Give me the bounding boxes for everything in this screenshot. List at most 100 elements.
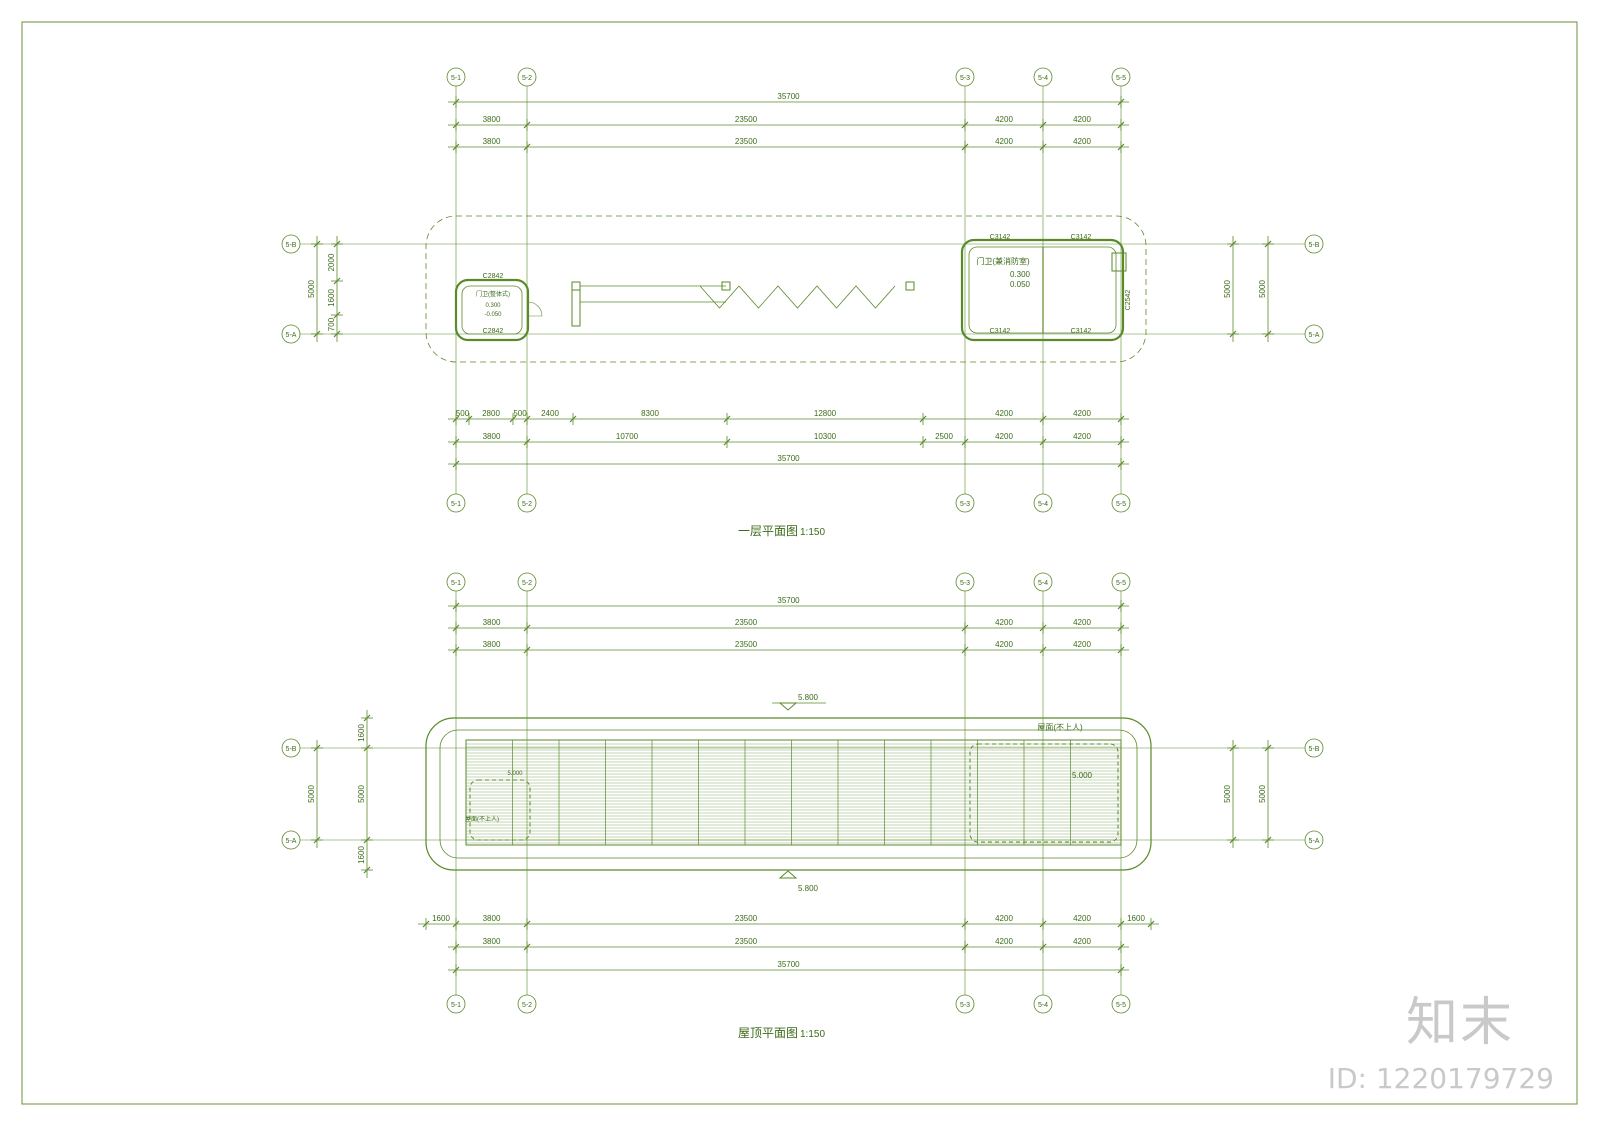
dim-right-inner-slash: [1229, 744, 1237, 752]
dim-top-row1-slash: [452, 624, 460, 632]
level-left-roof: 5.000: [507, 771, 523, 777]
left-room-name: 门卫(整体式): [476, 290, 510, 298]
left-guardroom-inner: [461, 285, 523, 335]
dim-bottom-row2-slash: [1039, 438, 1047, 446]
axis-bubble-bottom-5-4: [1033, 994, 1053, 1014]
axis-bubble-left-5-A-label: 5-A: [286, 332, 297, 339]
axis-bubble-top-5-3-label: 5-3: [960, 75, 970, 82]
dim-top-row1-slash: [523, 624, 531, 632]
axis-bubble-top-5-2-label: 5-2: [522, 75, 532, 82]
dim-left-inner-slash: [333, 311, 341, 319]
dim-bottom-row1-label: 2800: [482, 409, 500, 418]
dim-top-row1-slash: [1117, 624, 1125, 632]
dim-right-inner-slash: [1229, 836, 1237, 844]
left-guardroom-wall: [454, 278, 530, 342]
dim-bottom-row1-label: 4200: [1073, 914, 1091, 923]
left-room-roof: [469, 779, 531, 841]
watermark-logo: 知末: [1405, 993, 1514, 1053]
dim-left-inner-slash: [333, 240, 341, 248]
right-window-bottom-2: C3142: [1071, 328, 1092, 335]
left-level-2: -0.050: [484, 312, 502, 318]
axis-bubble-top-5-1-label: 5-1: [451, 75, 461, 82]
dim-bottom-row2-slash: [961, 438, 969, 446]
dim-left-inner-slash: [363, 714, 371, 722]
dim-top-row2-slash: [523, 143, 531, 151]
dim-bottom-row1-slash: [452, 415, 460, 423]
dim-bottom-row1-label: 8300: [641, 409, 659, 418]
right-room-roof: [969, 743, 1119, 843]
axis-bubble-top-5-4: [1033, 572, 1053, 592]
dim-top-row1-label: 23500: [735, 115, 758, 124]
dim-top-overall-label: 35700: [777, 92, 800, 101]
dim-bottom-overall-slash: [452, 966, 460, 974]
level-top: 5.800: [798, 693, 819, 702]
dim-bottom-row1-slash: [1039, 920, 1047, 928]
axis-bubble-bottom-5-5: [1111, 994, 1131, 1014]
dim-bottom-row1-slash: [422, 920, 430, 928]
dim-left-inner-label: 1600: [357, 724, 366, 742]
axis-bubble-right-5-A: [1304, 324, 1324, 344]
dim-right-outer-slash: [1264, 836, 1272, 844]
left-door-swing: [527, 301, 543, 317]
dim-top-row2-label: 3800: [483, 137, 501, 146]
dim-top-row2-slash: [452, 143, 460, 151]
dim-top-row1-label: 4200: [995, 115, 1013, 124]
dim-right-inner-slash: [1229, 240, 1237, 248]
dim-left-outer-slash: [313, 330, 321, 338]
dim-top-row2-slash: [452, 646, 460, 654]
dim-bottom-row1-label: 23500: [735, 914, 758, 923]
dim-bottom-row1-label: 1600: [1127, 914, 1145, 923]
axis-bubble-right-5-B-label: 5-B: [1309, 242, 1320, 249]
dim-top-overall-slash: [452, 602, 460, 610]
plan-title-ground: 一层平面图: [738, 524, 798, 538]
dim-top-row2-slash: [1039, 646, 1047, 654]
column-left: [571, 281, 581, 291]
axis-bubble-bottom-5-4-label: 5-4: [1038, 1002, 1048, 1009]
dim-bottom-row1-label: 1600: [432, 914, 450, 923]
axis-bubble-top-5-2: [517, 67, 537, 87]
dim-bottom-row2-slash: [919, 438, 927, 446]
dim-bottom-row1-slash: [1117, 920, 1125, 928]
axis-bubble-bottom-5-3-label: 5-3: [960, 1002, 970, 1009]
dim-right-outer-slash: [1264, 744, 1272, 752]
right-window-side: C2542: [1125, 290, 1132, 311]
axis-bubble-right-5-B-label: 5-B: [1309, 746, 1320, 753]
right-window-top-1: C3142: [990, 234, 1011, 241]
dim-left-inner-slash: [333, 277, 341, 285]
axis-bubble-bottom-5-3: [955, 994, 975, 1014]
roof-parapet: [439, 729, 1138, 859]
right-level-1: 0.300: [1010, 270, 1031, 279]
dim-bottom-row1-label: 12800: [814, 409, 837, 418]
axis-bubble-bottom-5-4: [1033, 493, 1053, 513]
dim-top-row1-slash: [961, 624, 969, 632]
dim-right-inner-slash: [1229, 330, 1237, 338]
dim-top-overall-slash: [452, 98, 460, 106]
dim-right-outer-slash: [1264, 330, 1272, 338]
axis-bubble-top-5-5-label: 5-5: [1116, 75, 1126, 82]
dim-top-row1-slash: [1039, 121, 1047, 129]
axis-bubble-top-5-4-label: 5-4: [1038, 75, 1048, 82]
dim-top-row2-slash: [1039, 143, 1047, 151]
left-window-bottom: C2842: [483, 328, 504, 335]
dim-top-row1-label: 4200: [1073, 618, 1091, 627]
plan-scale-ground: 1:150: [800, 527, 825, 538]
dim-top-row1-slash: [1039, 624, 1047, 632]
dim-bottom-row2-slash: [961, 943, 969, 951]
left-window-top: C2842: [483, 273, 504, 280]
dim-bottom-row1-label: 4200: [995, 409, 1013, 418]
axis-bubble-bottom-5-1-label: 5-1: [451, 1002, 461, 1009]
dim-left-inner-label: 700: [327, 317, 336, 331]
axis-bubble-top-5-2: [517, 572, 537, 592]
plan-title-roof: 屋顶平面图: [738, 1026, 798, 1040]
dim-left-inner-label: 1600: [357, 846, 366, 864]
dim-left-outer-slash: [313, 744, 321, 752]
dim-bottom-row1-slash: [509, 415, 517, 423]
dim-top-row2-label: 4200: [995, 640, 1013, 649]
dim-bottom-row2-slash: [1039, 943, 1047, 951]
dim-bottom-row2-label: 3800: [483, 432, 501, 441]
axis-bubble-left-5-A-label: 5-A: [286, 838, 297, 845]
dim-top-row2-label: 4200: [1073, 137, 1091, 146]
axis-bubble-top-5-5-label: 5-5: [1116, 580, 1126, 587]
